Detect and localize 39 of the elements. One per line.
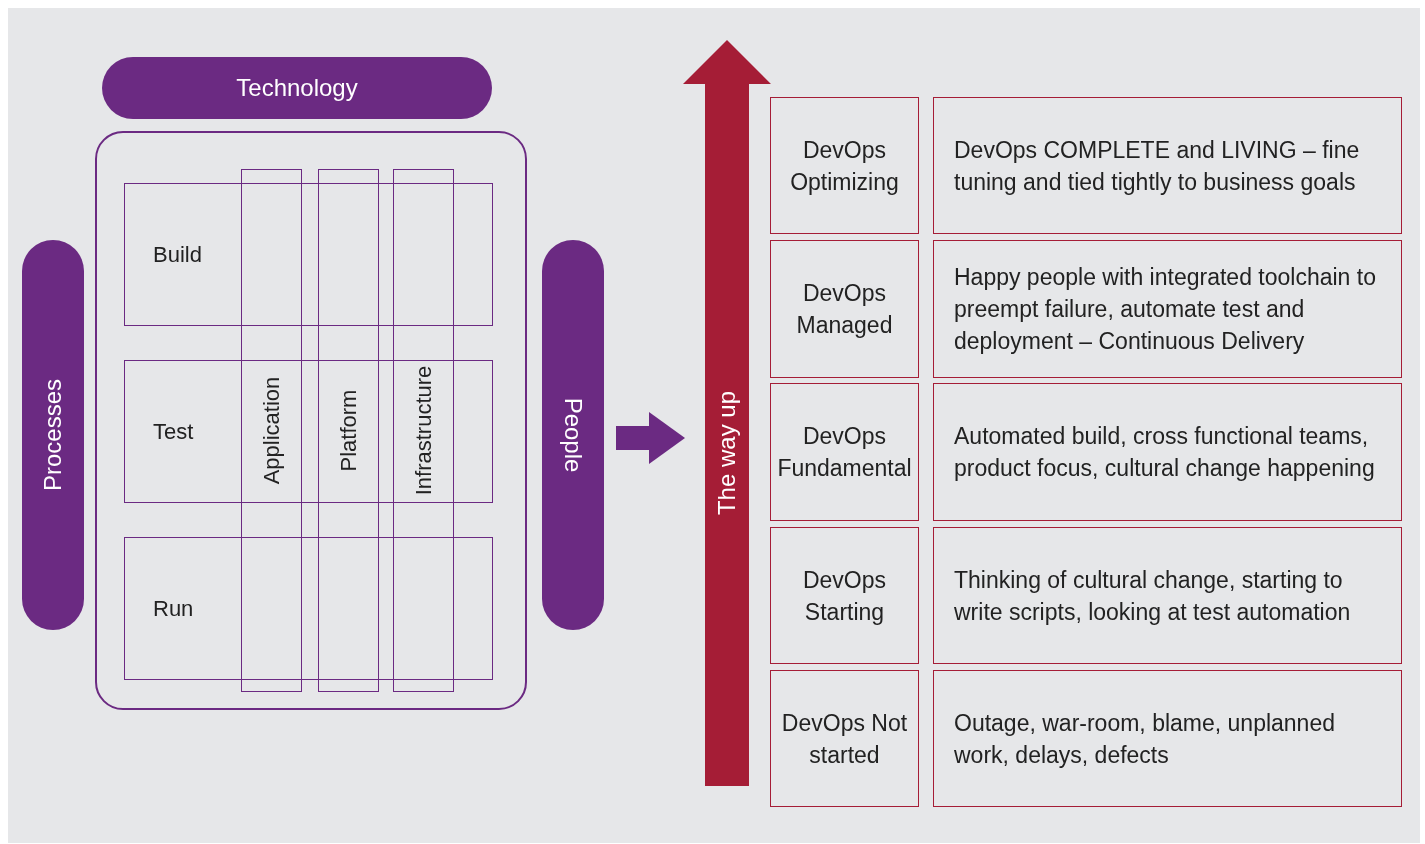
- description-box: [933, 97, 1402, 234]
- level-box: [770, 670, 919, 807]
- level-name: DevOps Managed: [795, 279, 894, 340]
- upward-arrow: [683, 40, 771, 786]
- phase-label: Test: [153, 418, 194, 446]
- layer-column: [393, 169, 454, 692]
- layer-column: [318, 169, 379, 692]
- level-description: Happy people with integrated toolchain to preempt failure, automate test and deployment – Continuous Delivery: [954, 263, 1377, 356]
- arrow-label: The way up: [712, 390, 741, 516]
- phase-label: Build: [153, 241, 202, 269]
- level-box: [770, 240, 919, 378]
- description-box: [933, 240, 1402, 378]
- level-description: Thinking of cultural change, starting to write scripts, looking at test automation: [954, 565, 1352, 627]
- level-box: [770, 383, 919, 521]
- pill-label: Technology: [236, 73, 358, 103]
- layer-column: [241, 169, 302, 692]
- description-box: [933, 670, 1402, 807]
- level-box: [770, 527, 919, 664]
- phase-box: [124, 360, 493, 503]
- level-name: DevOps Optimizing: [789, 135, 900, 197]
- level-description: DevOps COMPLETE and LIVING – fine tuning and tied tightly to business goals: [954, 135, 1361, 197]
- level-box: [770, 97, 919, 234]
- layer-label: Infrastructure: [410, 365, 437, 496]
- level-name: DevOps Starting: [801, 565, 888, 627]
- group-frame: [95, 131, 527, 710]
- description-box: [933, 383, 1402, 521]
- arrow: [616, 412, 685, 464]
- level-description: Automated build, cross functional teams, product focus, cultural change happening: [954, 422, 1376, 483]
- phase-label: Run: [153, 595, 194, 623]
- pill-label: Processes: [38, 379, 67, 491]
- pill-label: People: [559, 397, 588, 473]
- level-description: Outage, war-room, blame, unplanned work, delays, defects: [954, 708, 1336, 770]
- layer-label: Application: [258, 376, 285, 485]
- level-name: DevOps Not started: [780, 708, 909, 770]
- phase-box: [124, 537, 493, 680]
- phase-box: [124, 183, 493, 326]
- description-box: [933, 527, 1402, 664]
- level-name: DevOps Fundamental: [777, 422, 912, 483]
- layer-label: Platform: [335, 389, 362, 472]
